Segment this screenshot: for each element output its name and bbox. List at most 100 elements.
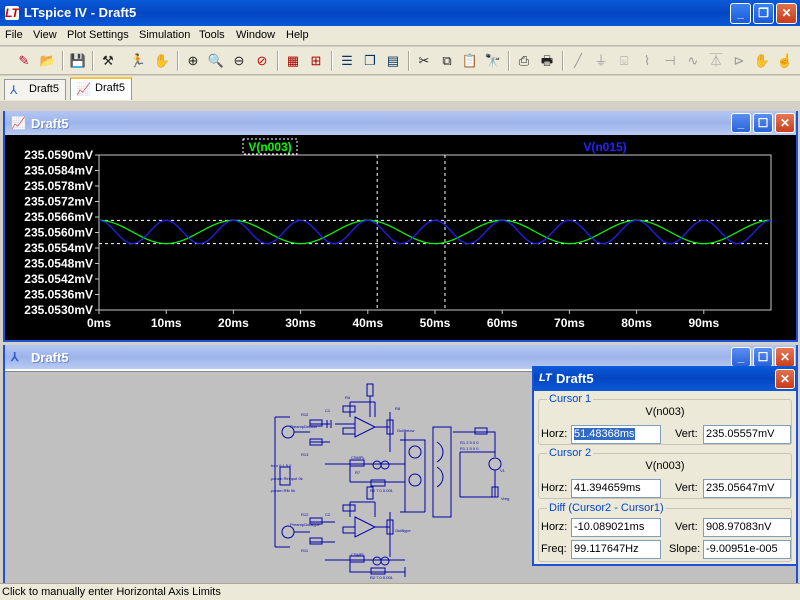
autorange-icon[interactable]: ▦ — [286, 53, 300, 68]
cut-icon[interactable]: ✂ — [418, 53, 430, 68]
inductor-icon[interactable]: ∿ — [687, 53, 699, 68]
x-tick-label: 40ms — [352, 316, 383, 330]
diff-slope-field[interactable]: -9.00951e-005 — [703, 540, 791, 559]
open-schematic-icon[interactable]: ✎ — [18, 53, 30, 68]
status-bar: Click to manually enter Horizontal Axis … — [0, 583, 800, 600]
x-tick-label: 80ms — [621, 316, 652, 330]
paste-icon[interactable]: 📋 — [461, 53, 479, 68]
cascade-icon[interactable]: ❐ — [364, 53, 376, 68]
diff-freq-label: Freq: — [541, 543, 567, 555]
y-tick-label: 235.0554mV — [24, 241, 93, 255]
svg-text:.tran 0 1.5 0: .tran 0 1.5 0 — [270, 463, 292, 468]
app-titlebar: LT LTspice IV - Draft5 _ ❐ ✕ — [0, 0, 800, 26]
close-button[interactable]: ✕ — [775, 347, 795, 367]
series-line-2 — [99, 219, 771, 245]
waveform-plot[interactable]: 235.0590mV235.0584mV235.0578mV235.0572mV… — [5, 135, 796, 340]
cursor2-horz-field[interactable]: 41.394659ms — [571, 479, 661, 498]
open-folder-icon[interactable]: 📂 — [39, 53, 57, 68]
diode-icon[interactable]: ⏄ — [709, 53, 723, 68]
pick-traces-icon[interactable]: ⊞ — [310, 53, 322, 68]
cursor-window[interactable]: LT Draft5 ✕ Cursor 1 V(n003) Horz: 51.48… — [532, 366, 798, 566]
move-hand-icon[interactable]: ✋ — [753, 53, 771, 68]
component-icon[interactable]: ⊳ — [733, 53, 745, 68]
status-text: Click to manually enter Horizontal Axis … — [2, 586, 221, 598]
tab-waveform[interactable]: 📈 Draft5 — [70, 77, 132, 100]
cursor1-vert-field[interactable]: 235.05557mV — [703, 425, 791, 444]
cursor-window-titlebar: LT Draft5 ✕ — [534, 366, 796, 391]
x-tick-label: 50ms — [420, 316, 451, 330]
minimize-button[interactable]: _ — [731, 113, 751, 133]
cursor1-horz-field[interactable]: 51.48368ms — [571, 425, 661, 444]
toolbar-separator — [508, 51, 510, 71]
save-icon[interactable]: 💾 — [69, 53, 87, 68]
maximize-button[interactable]: ☐ — [753, 347, 773, 367]
tile-windows-icon[interactable]: ▤ — [386, 53, 400, 68]
svg-text:CSMPL: CSMPL — [351, 552, 366, 557]
svg-text:R13: R13 — [301, 452, 309, 457]
maximize-button[interactable]: ☐ — [753, 113, 773, 133]
svg-text:R12: R12 — [301, 512, 309, 517]
schematic-icon: ⅄ — [10, 83, 18, 97]
y-tick-label: 235.0548mV — [24, 257, 93, 271]
y-tick-label: 235.0566mV — [24, 210, 93, 224]
schematic-window-titlebar: ⅄ Draft5 _ ☐ ✕ — [5, 345, 796, 369]
waveform-icon: 📈 — [11, 116, 26, 130]
label-net-icon[interactable]: ⌺ — [620, 53, 628, 68]
drag-hand-icon[interactable]: ☝ — [776, 53, 794, 68]
menu-window[interactable]: Window — [236, 29, 276, 41]
cursor1-vert-label: Vert: — [675, 428, 698, 440]
cursor1-group-label: Cursor 1 — [547, 393, 594, 405]
wire-icon[interactable]: ╱ — [574, 53, 582, 68]
zoom-in-icon[interactable]: ⊕ — [187, 53, 199, 68]
copy-icon[interactable]: ⧉ — [442, 53, 452, 68]
minimize-button[interactable]: _ — [731, 347, 751, 367]
close-button[interactable]: ✕ — [775, 369, 795, 389]
print-icon[interactable]: 🖶 — [540, 53, 554, 68]
capacitor-icon[interactable]: ⊣ — [664, 53, 676, 68]
toolbar-separator — [331, 51, 333, 71]
series-line-1 — [99, 219, 771, 245]
tile-horizontal-icon[interactable]: ☰ — [341, 53, 353, 68]
cursor2-vert-field[interactable]: 235.05647mV — [703, 479, 791, 498]
print-setup-icon[interactable]: ⎙ — [518, 53, 530, 68]
cursor1-group: Cursor 1 V(n003) Horz: 51.48368ms Vert: … — [538, 393, 792, 445]
y-tick-label: 235.0530mV — [24, 303, 93, 317]
menu-tools[interactable]: Tools — [199, 29, 225, 41]
zoom-cancel-icon[interactable]: ⊘ — [256, 53, 268, 68]
tab-schematic[interactable]: ⅄ Draft5 — [4, 79, 66, 100]
diff-group-label: Diff (Cursor2 - Cursor1) — [547, 502, 666, 514]
restore-button[interactable]: ❐ — [753, 3, 774, 24]
menu-help[interactable]: Help — [286, 29, 309, 41]
ground-icon[interactable]: ⏚ — [594, 53, 608, 68]
minimize-button[interactable]: _ — [730, 3, 751, 24]
svg-text:Vreg: Vreg — [501, 496, 509, 501]
control-panel-hammer-icon[interactable]: ⚒ — [102, 53, 114, 68]
close-button[interactable]: ✕ — [776, 3, 797, 24]
diff-horz-field[interactable]: -10.089021ms — [571, 518, 661, 537]
diff-vert-field[interactable]: 908.97083nV — [703, 518, 791, 537]
menu-file[interactable]: File — [5, 29, 23, 41]
legend-entry-1: V(n003) — [248, 140, 291, 154]
resistor-icon[interactable]: ⌇ — [643, 53, 651, 68]
toolbar-separator — [408, 51, 410, 71]
zoom-area-icon[interactable]: 🔍 — [207, 53, 225, 68]
svg-text:R7: R7 — [355, 470, 361, 475]
diff-freq-field[interactable]: 99.117647Hz — [571, 540, 661, 559]
menu-simulation[interactable]: Simulation — [139, 29, 191, 41]
cursor2-signal: V(n003) — [645, 460, 685, 472]
menu-view[interactable]: View — [33, 29, 57, 41]
menu-plot-settings[interactable]: Plot Settings — [67, 29, 129, 41]
x-tick-label: 90ms — [688, 316, 719, 330]
find-binoculars-icon[interactable]: 🔭 — [484, 53, 502, 68]
toolbar: ✎ 📂 💾 ⚒ 🏃 ✋ ⊕ 🔍 ⊖ ⊘ ▦ ⊞ ☰ ❐ ▤ ✂ ⧉ 📋 🔭 ⎙ … — [0, 47, 800, 75]
run-icon[interactable]: 🏃 — [129, 53, 147, 68]
svg-text:R2 7 0 0.001: R2 7 0 0.001 — [370, 488, 394, 493]
svg-text:V1: V1 — [500, 468, 506, 473]
y-tick-label: 235.0542mV — [24, 272, 93, 286]
halt-hand-icon[interactable]: ✋ — [153, 53, 171, 68]
zoom-out-icon[interactable]: ⊖ — [233, 53, 245, 68]
close-button[interactable]: ✕ — [775, 113, 795, 133]
cursor1-horz-value: 51.48368ms — [574, 428, 635, 440]
